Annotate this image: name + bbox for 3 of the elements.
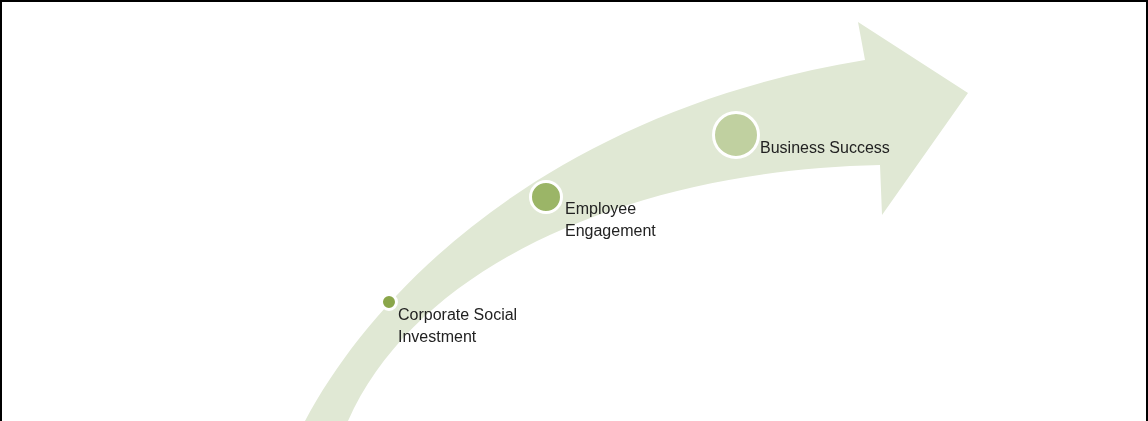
milestone-label: Business Success <box>760 138 891 158</box>
milestone-label: Corporate Social Investment <box>398 305 519 347</box>
milestone-label: Employee Engagement <box>565 199 657 241</box>
